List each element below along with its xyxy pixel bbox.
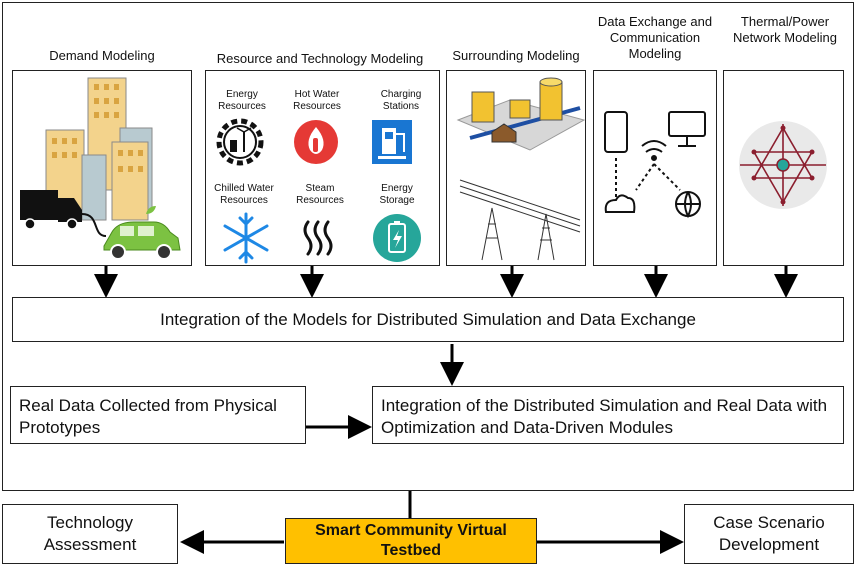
label-steam-resources: Steam Resources <box>296 183 344 206</box>
label-chilled-water-resources: Chilled Water Resources <box>214 183 274 206</box>
integration-sim-box: Integration of the Distributed Simulatio… <box>372 386 844 444</box>
buildings-icon <box>45 77 153 221</box>
testbed-text: Smart Community Virtual Testbed <box>315 522 507 559</box>
city-illustration-icon <box>456 77 586 151</box>
data-exchange-icon <box>604 111 706 219</box>
real-data-text: Real Data Collected from Physical Protot… <box>19 396 277 437</box>
hot-water-icon <box>294 120 338 164</box>
real-data-box: Real Data Collected from Physical Protot… <box>10 386 306 444</box>
testbed-arrows <box>180 491 684 554</box>
title-surrounding-modeling: Surrounding Modeling <box>452 48 580 63</box>
title-demand-modeling: Demand Modeling <box>49 48 155 63</box>
charging-station-icon <box>372 120 412 164</box>
panel-data-exchange-modeling <box>593 70 717 266</box>
electric-car-icon <box>103 206 181 260</box>
title-data-exchange-modeling: Data Exchange and Communication Modeling <box>597 14 713 61</box>
label-hot-water-resources: Hot Water Resources <box>293 89 341 112</box>
technology-assessment-text: Technology Assessment <box>43 513 137 554</box>
network-icon <box>739 121 827 209</box>
integration-sim-text: Integration of the Distributed Simulatio… <box>381 396 828 437</box>
truck-icon <box>20 190 107 237</box>
testbed-box: Smart Community Virtual Testbed <box>285 518 537 564</box>
label-charging-stations: Charging Stations <box>380 89 422 112</box>
title-resource-technology-modeling: Resource and Technology Modeling <box>216 51 424 66</box>
title-thermal-power-modeling: Thermal/Power Network Modeling <box>732 14 838 45</box>
case-scenario-box: Case Scenario Development <box>684 504 854 564</box>
label-energy-storage: Energy Storage <box>379 183 415 206</box>
integration-models-text: Integration of the Models for Distribute… <box>160 309 696 329</box>
integration-models-box: Integration of the Models for Distribute… <box>12 297 844 342</box>
power-lines-icon <box>459 179 581 261</box>
case-scenario-text: Case Scenario Development <box>713 513 825 554</box>
technology-assessment-box: Technology Assessment <box>2 504 178 564</box>
label-energy-resources: Energy Resources <box>218 89 266 112</box>
panel-arrows <box>94 266 798 439</box>
battery-icon <box>373 214 421 262</box>
gear-icon <box>216 118 264 166</box>
steam-icon <box>303 220 333 256</box>
snowflake-icon <box>223 212 269 264</box>
